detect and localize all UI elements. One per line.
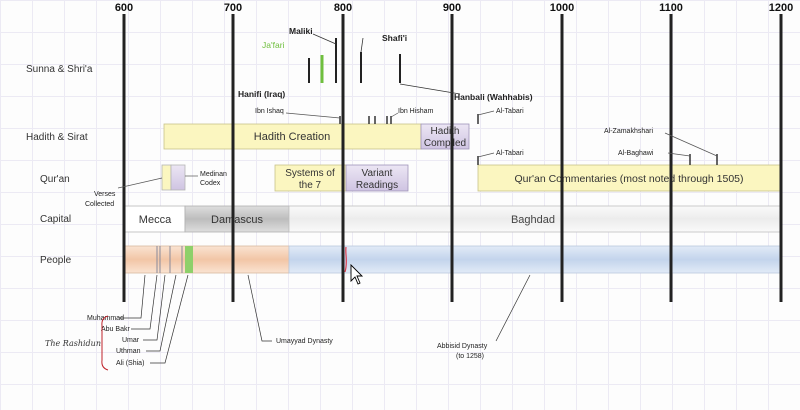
quran-commentaries-label: Qur'an Commentaries (most noted through … [514, 173, 743, 185]
row-label-people: People [40, 255, 72, 266]
rashidun-annotation: The Rashidun [45, 339, 101, 348]
muhammad-label: Muhammad [87, 315, 124, 322]
ali-label: Ali (Shia) [116, 360, 144, 367]
medinan-codex-bar [170, 164, 186, 191]
verses-collected-bar [161, 164, 172, 191]
pen-mark [344, 246, 347, 273]
capital-baghdad-segment [288, 205, 782, 233]
ibn-ishaq-leader [285, 112, 341, 119]
systems-label-1: Systems of [285, 168, 335, 179]
abbasid-leader [495, 274, 531, 342]
people-ali-segment [185, 246, 193, 273]
hadith-compiled-label-2: Compiled [424, 138, 466, 149]
hadith-compiled-label-1: Hadith [431, 126, 460, 137]
hanbali-leader [399, 83, 461, 95]
al-tabari-leader-1 [477, 110, 495, 116]
hadith-row: Hadith Creation Hadith Compiled [163, 123, 470, 150]
systems-label-2: the 7 [299, 180, 322, 191]
variant-label-2: Readings [356, 180, 398, 191]
medinan-label-2: Codex [200, 180, 221, 187]
variant-readings-bar [345, 164, 409, 192]
ali-leader [150, 274, 189, 364]
abbasid-label-1: Abbisid Dynasty [437, 343, 488, 350]
ibn-hisham-label: Ibn Hisham [398, 108, 434, 115]
ibn-hisham-leader [390, 112, 399, 118]
capital-bar: Mecca Damascus Baghdad [123, 205, 782, 233]
people-bar [123, 245, 782, 274]
shafii-label: Shafi'i [382, 33, 407, 43]
year-label-700: 700 [224, 2, 242, 14]
year-label-800: 800 [334, 2, 352, 14]
uthman-label: Uthman [116, 348, 141, 355]
al-zamakhshari-label: Al-Zamakhshari [604, 128, 653, 135]
year-label-1100: 1100 [659, 2, 683, 14]
verses-label-1: Verses [94, 191, 116, 198]
hadith-creation-label: Hadith Creation [254, 131, 330, 143]
variant-label-1: Variant [362, 168, 393, 179]
umar-leader [143, 274, 166, 341]
al-baghawi-leader [667, 152, 691, 157]
capital-damascus-label: Damascus [211, 214, 263, 226]
abbasid-label-2: (to 1258) [456, 353, 484, 360]
capital-damascus-segment [184, 205, 290, 233]
century-lines [122, 14, 783, 302]
umayyad-leader [247, 274, 272, 342]
year-label-900: 900 [443, 2, 461, 14]
capital-mecca-segment [123, 205, 186, 233]
hanifi-label: Hanifi (Iraq) [238, 89, 285, 99]
rashidun-bracket [101, 315, 109, 371]
al-tabari-leader-2 [477, 152, 495, 158]
hadith-creation-bar [163, 123, 422, 150]
verses-label-2: Collected [85, 201, 114, 208]
maliki-leader [312, 33, 337, 45]
year-label-600: 600 [115, 2, 133, 14]
umar-label: Umar [122, 337, 140, 344]
verses-leader [117, 177, 163, 189]
mouse-cursor-icon [350, 263, 364, 285]
quran-commentaries-bar [477, 164, 782, 192]
row-label-quran: Qur'an [40, 174, 70, 185]
ibn-ishaq-label: Ibn Ishaq [255, 108, 284, 115]
abu-bakr-label: Abu Bakr [101, 326, 130, 333]
year-label-1200: 1200 [769, 2, 793, 14]
abu-bakr-leader [131, 274, 158, 330]
systems-of-7-bar [274, 164, 347, 192]
shafii-leader [360, 37, 364, 53]
muhammad-leader [119, 274, 146, 319]
row-label-capital: Capital [40, 214, 71, 225]
year-label-1000: 1000 [550, 2, 574, 14]
sunna-markers [308, 38, 401, 83]
row-label-sunna: Sunna & Shri'a [26, 64, 93, 75]
capital-mecca-label: Mecca [139, 214, 172, 226]
uthman-leader [146, 274, 177, 352]
quran-row: Systems of the 7 Variant Readings Qur'an… [161, 164, 782, 192]
umayyad-label: Umayyad Dynasty [276, 338, 333, 345]
jafari-label: Ja'fari [262, 40, 285, 50]
capital-baghdad-label: Baghdad [511, 214, 555, 226]
al-tabari-label-2: Al-Tabari [496, 150, 524, 157]
people-abbasid-segment [288, 245, 782, 274]
people-early-segment [123, 245, 290, 274]
row-label-hadith: Hadith & Sirat [26, 132, 88, 143]
al-tabari-label-1: Al-Tabari [496, 108, 524, 115]
medinan-label-1: Medinan [200, 171, 227, 178]
al-baghawi-label: Al-Baghawi [618, 150, 654, 157]
hanbali-label: Hanbali (Wahhabis) [454, 92, 533, 102]
al-zamakhshari-leader [664, 132, 718, 157]
hadith-compiled-bar [420, 123, 470, 150]
maliki-label: Maliki [289, 26, 313, 36]
